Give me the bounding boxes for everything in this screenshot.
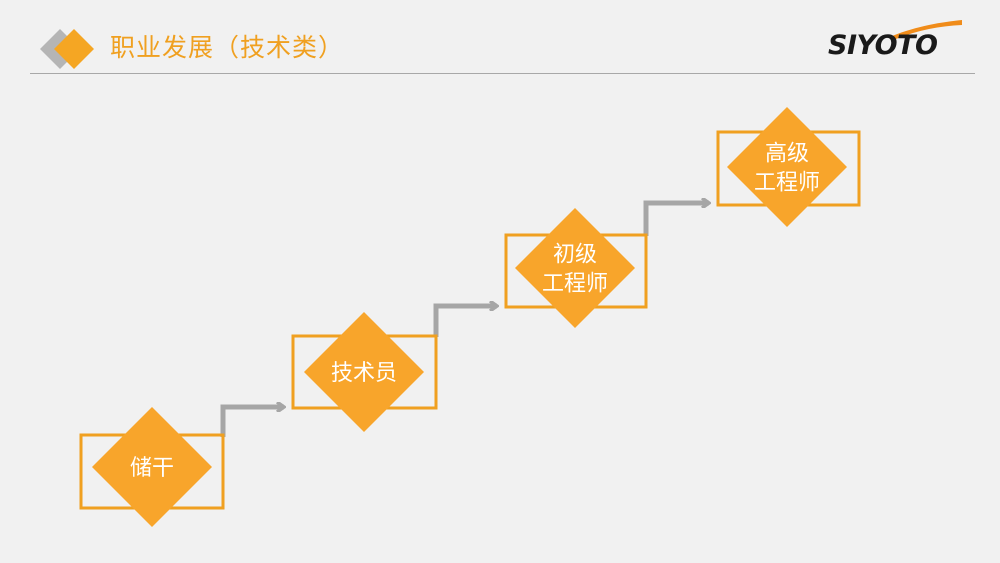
- step-arrow-1: [220, 407, 284, 437]
- career-step-1: 储干: [79, 407, 225, 527]
- step-diamond: [515, 208, 635, 328]
- career-step-2: 技术员: [291, 312, 438, 432]
- step-diamond: [304, 312, 424, 432]
- page-title: 职业发展（技术类）: [110, 33, 345, 62]
- step-label: 储干: [130, 456, 174, 481]
- step-diamond: [727, 107, 847, 227]
- header-diamond-icon: [40, 29, 94, 69]
- step-label: 工程师: [754, 171, 820, 196]
- logo-swoosh-icon: [892, 20, 962, 39]
- step-diamond: [92, 407, 212, 527]
- header-divider: [30, 73, 975, 74]
- brand-logo: SIYOTO: [822, 14, 967, 62]
- step-label: 技术员: [331, 361, 397, 386]
- step-label: 初级: [553, 243, 597, 268]
- logo-wordmark: SIYOTO: [828, 30, 938, 61]
- step-arrow-2: [433, 306, 497, 337]
- step-label: 高级: [765, 142, 809, 167]
- step-arrow-3: [643, 203, 709, 236]
- step-label: 工程师: [542, 272, 608, 297]
